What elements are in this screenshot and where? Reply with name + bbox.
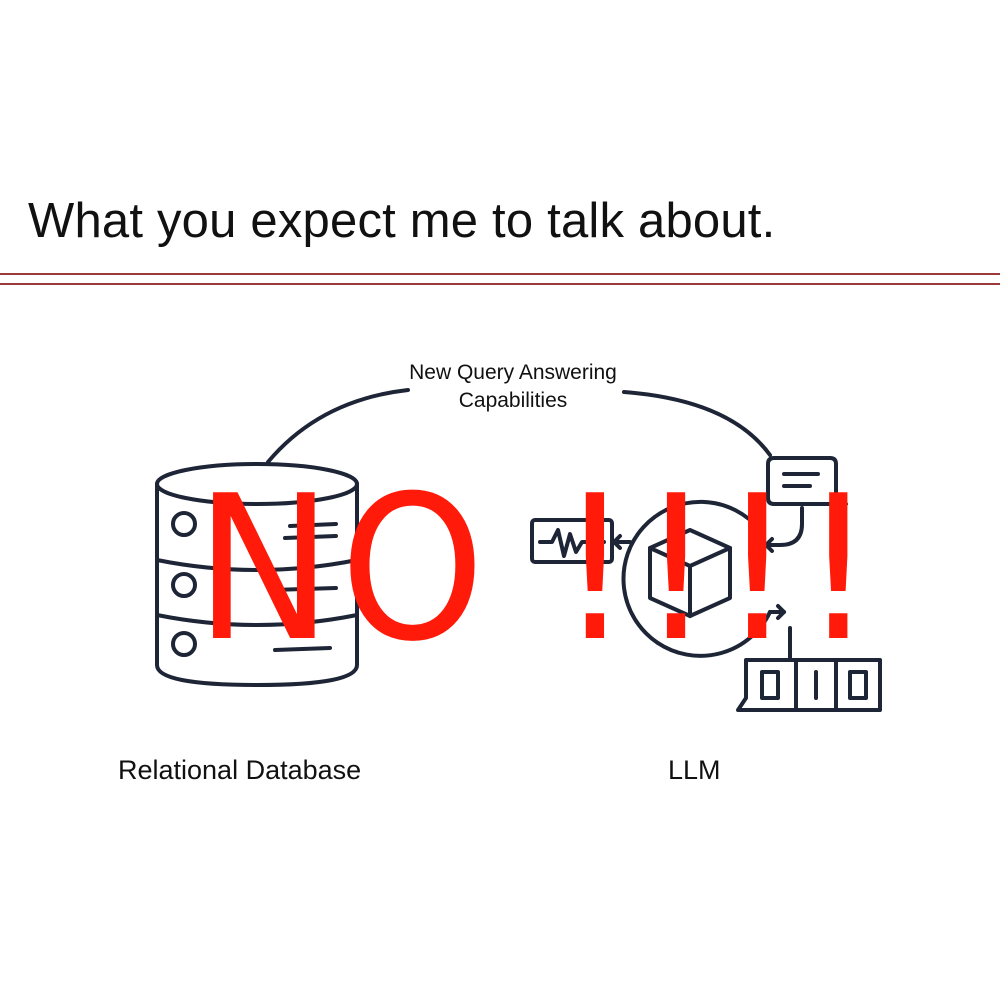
- overlay-no-text: NO !!!!: [195, 453, 883, 686]
- connection-arc-right: [622, 390, 772, 457]
- ai-model-cube-icon: [530, 456, 882, 712]
- llm-label: LLM: [668, 755, 721, 785]
- slide-title: What you expect me to talk about.: [28, 194, 776, 248]
- arc-label: New Query Answering Capabilities: [409, 361, 617, 412]
- database-server-icon: [155, 462, 359, 687]
- connection-arc-left: [266, 388, 410, 464]
- database-label: Relational Database: [118, 755, 362, 785]
- title-divider-bottom: [0, 283, 1000, 285]
- title-divider-top: [0, 273, 1000, 275]
